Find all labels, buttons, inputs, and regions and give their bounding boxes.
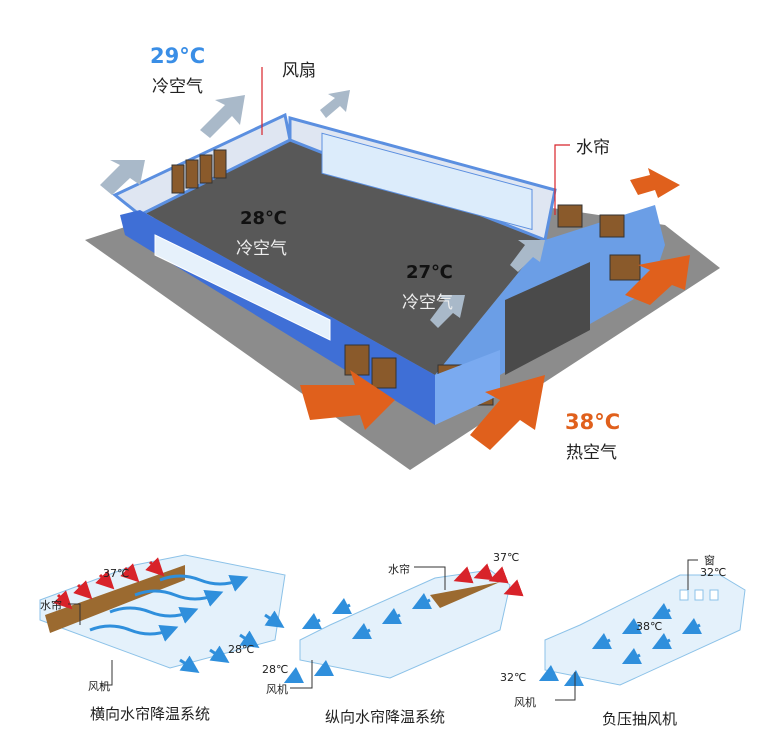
p2-caption: 纵向水帘降温系统 (325, 708, 446, 726)
p1-curtain: 水帘 (40, 599, 62, 612)
corner-wall (435, 350, 500, 425)
inflow-label: 热空气 (566, 443, 617, 463)
outflow-temp: 29°C (150, 44, 206, 68)
p2-curtain: 水帘 (388, 563, 410, 576)
hot-air-arrows (300, 168, 690, 450)
p1-caption: 横向水帘降温系统 (90, 705, 211, 723)
zone1-label: 冷空气 (236, 239, 287, 259)
p2-out-temp: 28℃ (262, 663, 289, 676)
p3-inner-temp: 38℃ (636, 620, 663, 633)
p1-fan: 风机 (88, 680, 110, 693)
zone1-temp: 28℃ (240, 208, 287, 229)
p1-out-temp: 28℃ (228, 643, 255, 656)
zone2-temp: 27℃ (406, 262, 453, 283)
p3-out-temp: 32℃ (500, 671, 527, 684)
curtain-label: 水帘 (576, 138, 610, 158)
zone2-label: 冷空气 (402, 293, 453, 313)
fan-windows (171, 149, 227, 194)
panel-negative-pressure (538, 574, 746, 687)
inflow-temp: 38°C (565, 410, 621, 434)
p2-fan: 风机 (266, 683, 288, 696)
door (505, 262, 590, 375)
panel-longitudinal (283, 563, 524, 684)
p3-window: 窗 (704, 554, 715, 567)
outflow-label: 冷空气 (152, 77, 203, 97)
p3-caption: 负压抽风机 (602, 710, 678, 728)
p3-fan: 风机 (514, 696, 536, 709)
p1-in-temp: 37℃ (103, 567, 130, 580)
p2-in-temp: 37℃ (493, 551, 520, 564)
cool-air-arrows (100, 90, 545, 328)
fan-label: 风扇 (282, 61, 316, 81)
front-windows (154, 234, 331, 341)
p3-window-temp: 32℃ (700, 566, 727, 579)
